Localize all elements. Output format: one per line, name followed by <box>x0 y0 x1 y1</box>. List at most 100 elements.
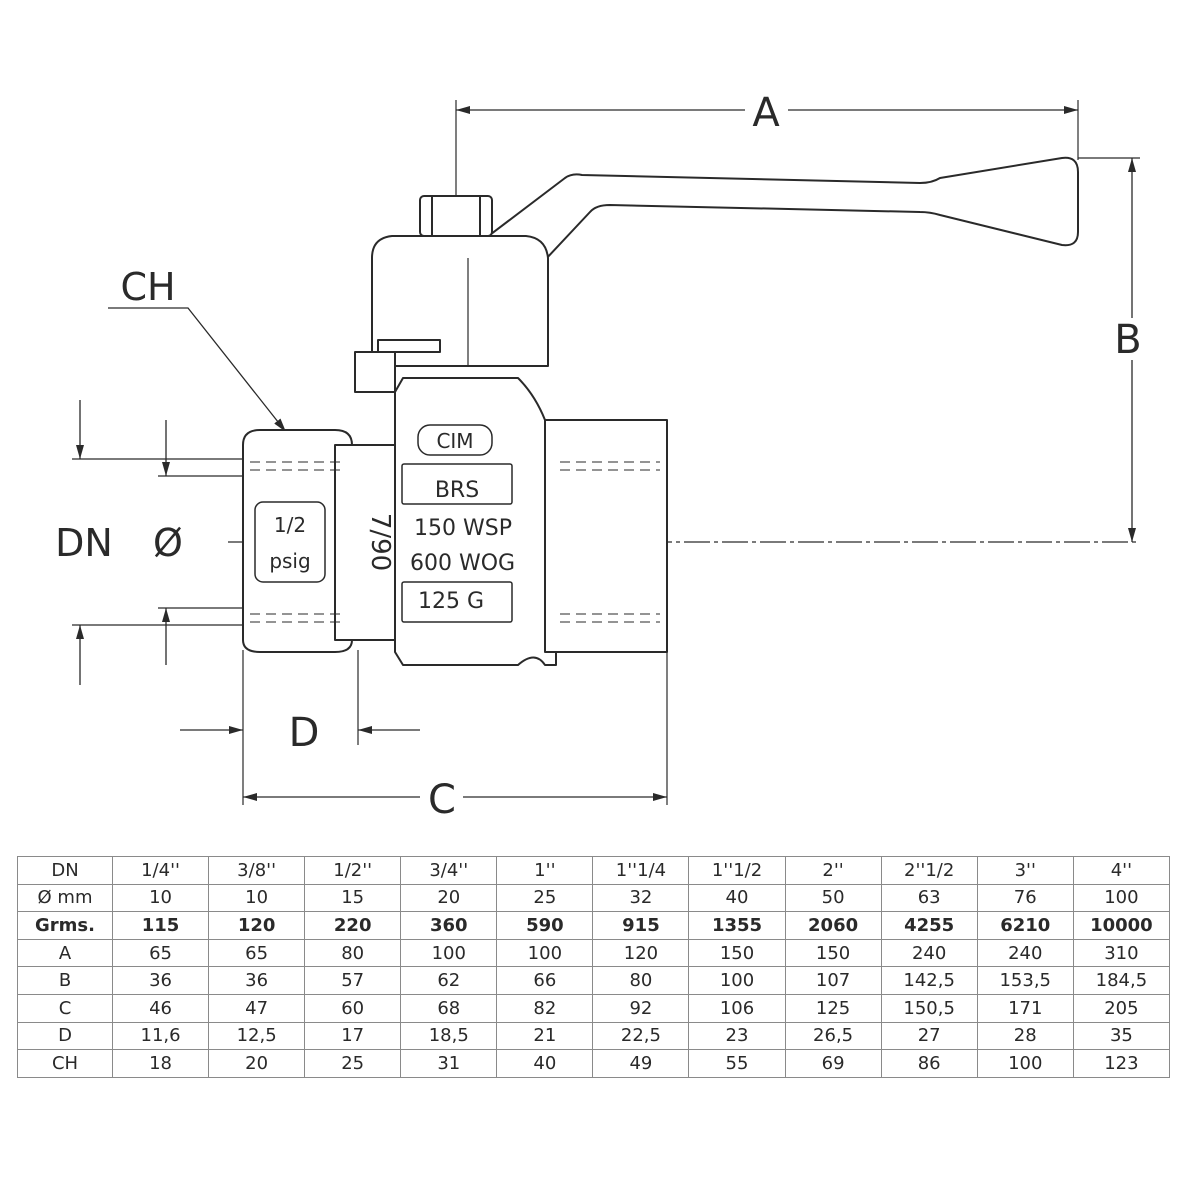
table-cell: 1'' <box>496 856 594 885</box>
table-cell: 2'' <box>784 856 882 885</box>
dimension-label-diameter: Ø <box>153 521 183 565</box>
table-cell: 69 <box>784 1049 882 1078</box>
table-cell: 40 <box>496 1049 594 1078</box>
table-cell: 18 <box>111 1049 210 1078</box>
valve-neck <box>354 351 396 393</box>
table-cell: 92 <box>592 993 690 1023</box>
table-cell: 2060 <box>784 911 882 940</box>
table-cell: 1/2'' <box>304 856 402 885</box>
table-cell: 150,5 <box>880 993 978 1023</box>
row-label: D <box>17 1021 113 1051</box>
table-cell: 32 <box>592 883 690 913</box>
dimension-labels: A B C D CH DN Ø <box>55 90 1142 823</box>
table-cell: 80 <box>592 966 690 995</box>
table-cell: 220 <box>304 911 402 940</box>
table-cell: 100 <box>496 938 594 968</box>
table-cell: 100 <box>688 966 786 995</box>
dimension-label-ch: CH <box>120 265 175 309</box>
table-cell: 82 <box>496 993 594 1023</box>
table-cell: 15 <box>304 883 402 913</box>
dimension-label-a: A <box>752 90 780 136</box>
table-cell: 310 <box>1072 938 1171 968</box>
table-cell: 31 <box>400 1049 498 1078</box>
table-cell: 21 <box>496 1021 594 1051</box>
table-cell: 22,5 <box>592 1021 690 1051</box>
table-cell: 120 <box>208 911 306 940</box>
table-cell: 115 <box>111 911 210 940</box>
table-cell: 240 <box>880 938 978 968</box>
table-cell: 26,5 <box>784 1021 882 1051</box>
table-cell: 10000 <box>1072 911 1171 940</box>
dimension-label-b: B <box>1114 317 1141 363</box>
table-cell: 86 <box>880 1049 978 1078</box>
table-cell: 17 <box>304 1021 402 1051</box>
body-markings: CIM BRS 150 WSP 600 WOG 125 G 1/2 psig 7… <box>269 429 515 614</box>
table-cell: 150 <box>688 938 786 968</box>
table-cell: 2''1/2 <box>880 856 978 885</box>
brand-logo: CIM <box>436 429 473 453</box>
table-cell: 11,6 <box>111 1021 210 1051</box>
table-cell: 20 <box>208 1049 306 1078</box>
table-cell: 6210 <box>976 911 1074 940</box>
table-cell: 10 <box>208 883 306 913</box>
table-cell: 12,5 <box>208 1021 306 1051</box>
table-cell: 35 <box>1072 1021 1171 1051</box>
table-cell: 107 <box>784 966 882 995</box>
table-cell: 63 <box>880 883 978 913</box>
table-cell: 125 <box>784 993 882 1023</box>
side-marking-frame <box>254 501 326 583</box>
table-cell: 150 <box>784 938 882 968</box>
side-marking-bottom: psig <box>269 549 310 573</box>
table-cell: 3/4'' <box>400 856 498 885</box>
gas-frame <box>401 581 513 623</box>
side-marking-top: 1/2 <box>274 513 306 537</box>
table-cell: 65 <box>111 938 210 968</box>
table-cell: 28 <box>976 1021 1074 1051</box>
brand-logo-frame <box>417 424 493 456</box>
table-cell: 240 <box>976 938 1074 968</box>
dimension-label-d: D <box>289 710 320 756</box>
ball-valve-drawing: CIM BRS 150 WSP 600 WOG 125 G 1/2 psig 7… <box>55 90 1142 823</box>
table-cell: 49 <box>592 1049 690 1078</box>
table-cell: 4'' <box>1072 856 1171 885</box>
table-cell: 4255 <box>880 911 978 940</box>
table-cell: 153,5 <box>976 966 1074 995</box>
table-cell: 46 <box>111 993 210 1023</box>
table-cell: 1/4'' <box>111 856 210 885</box>
table-cell: 55 <box>688 1049 786 1078</box>
valve-body <box>242 156 1079 666</box>
wog-marking: 600 WOG <box>410 551 515 576</box>
row-label: Grms. <box>17 911 113 940</box>
table-cell: 120 <box>592 938 690 968</box>
table-cell: 123 <box>1072 1049 1171 1078</box>
table-cell: 915 <box>592 911 690 940</box>
table-cell: 20 <box>400 883 498 913</box>
table-cell: 50 <box>784 883 882 913</box>
table-cell: 171 <box>976 993 1074 1023</box>
handle-hub <box>371 235 549 367</box>
gas-marking: 125 G <box>418 589 484 614</box>
table-cell: 62 <box>400 966 498 995</box>
table-cell: 1''1/4 <box>592 856 690 885</box>
table-cell: 18,5 <box>400 1021 498 1051</box>
table-cell: 100 <box>1072 883 1171 913</box>
dimension-label-c: C <box>428 777 456 823</box>
row-label: B <box>17 966 113 995</box>
table-cell: 65 <box>208 938 306 968</box>
table-cell: 23 <box>688 1021 786 1051</box>
table-cell: 80 <box>304 938 402 968</box>
table-cell: 1''1/2 <box>688 856 786 885</box>
table-cell: 10 <box>111 883 210 913</box>
table-cell: 360 <box>400 911 498 940</box>
table-cell: 27 <box>880 1021 978 1051</box>
table-cell: 25 <box>496 883 594 913</box>
